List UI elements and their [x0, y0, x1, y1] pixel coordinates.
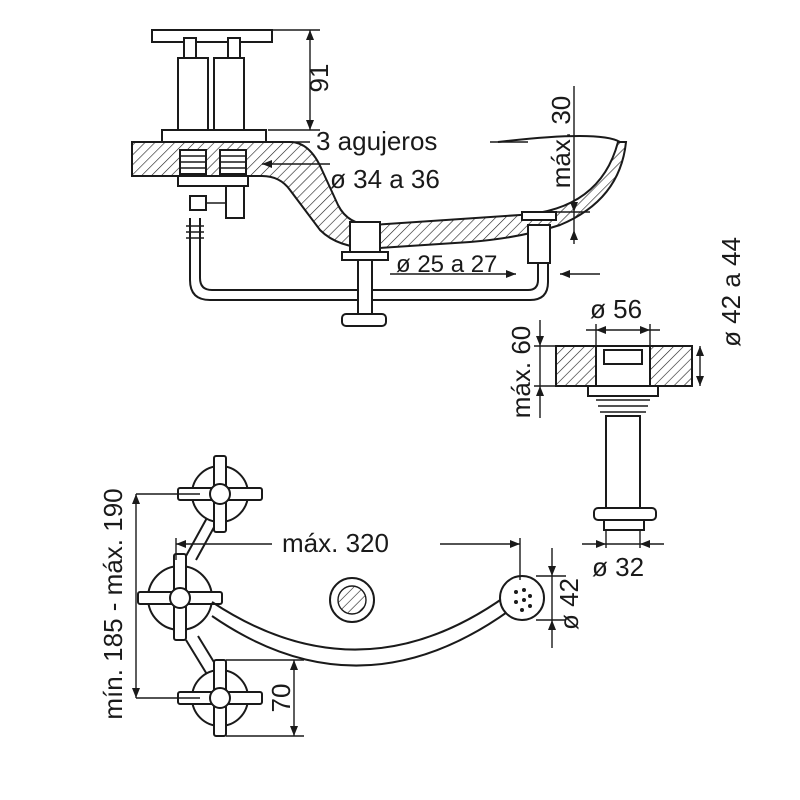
dim-max60-arrow-bottom	[536, 386, 544, 396]
label-dia-56: ø 56	[590, 294, 642, 324]
handle-bar-top	[151, 29, 273, 43]
dim-max30-arrow-top	[570, 202, 578, 212]
cross-handle-middle	[137, 553, 223, 641]
fitting-elbow	[189, 195, 207, 211]
label-max-320: máx. 320	[282, 528, 389, 558]
drain-foot-ring	[603, 519, 645, 531]
pipe-joint-rings	[186, 225, 204, 239]
dia-25-arrow-right	[560, 270, 570, 278]
drain-threads	[596, 399, 650, 413]
drain-detail-view: ø 56 máx. 60 ø 42 a 44 ø 32	[506, 237, 746, 582]
basin-section-view: 91 3 agujeros ø 34 a 36 máx. 30 ø 25 a 2…	[131, 29, 628, 327]
label-max-30: máx. 30	[546, 96, 576, 189]
label-dia-42-44: ø 42 a 44	[716, 237, 746, 347]
handle-stem-left	[183, 37, 197, 59]
label-91: 91	[304, 64, 334, 93]
dim-70-arrow-bottom	[290, 726, 298, 736]
fitting-tail	[225, 185, 245, 219]
drain-nut	[341, 251, 389, 261]
shower-hose-lower	[211, 609, 511, 667]
cross-handle-top	[177, 455, 263, 533]
drain-strainer	[329, 577, 375, 623]
label-70: 70	[266, 684, 296, 713]
label-dia-32: ø 32	[592, 552, 644, 582]
drain-knob	[341, 313, 387, 327]
drain-cap	[603, 349, 643, 365]
drain-tube	[605, 415, 641, 509]
dim-320-arrow-left	[176, 540, 186, 548]
dia-42-arrow-bottom	[548, 620, 556, 630]
cross-handle-bottom	[177, 659, 263, 737]
dim-185-arrow-bottom	[132, 688, 140, 698]
label-dia-34-36: ø 34 a 36	[330, 164, 440, 194]
dia-32-arrow-right	[640, 540, 650, 548]
dim-max60-arrow-top	[536, 336, 544, 346]
label-min-max: mín. 185 - máx. 190	[98, 488, 128, 719]
dim-91-arrow-bottom	[306, 120, 314, 130]
label-max-60: máx. 60	[506, 326, 536, 419]
handle-stem-right	[227, 37, 241, 59]
front-view: máx. 320 ø 42 mín. 185 - máx. 190 70	[98, 455, 584, 737]
fitting-nut	[177, 175, 249, 187]
spout-fitting	[527, 224, 551, 264]
dim-max30-arrow-bottom	[570, 230, 578, 240]
basin-bowl-line	[497, 135, 621, 143]
drain-rod	[357, 259, 373, 317]
dia-34-arrow	[262, 160, 272, 168]
basin-section	[131, 141, 628, 250]
dia-42-44-arrow-bottom	[696, 376, 704, 386]
dia-25-arrow-left	[506, 270, 516, 278]
dim-70-arrow-top	[290, 660, 298, 670]
dia-42-44-arrow-top	[696, 346, 704, 356]
label-dia-42: ø 42	[554, 578, 584, 630]
dia-56-arrow-left	[596, 326, 606, 334]
valve-body-left	[177, 57, 209, 131]
label-holes: 3 agujeros	[316, 126, 437, 156]
drain-foot	[593, 507, 657, 521]
dim-185-arrow-top	[132, 494, 140, 504]
spout-collar	[521, 211, 557, 221]
dia-56-arrow-right	[640, 326, 650, 334]
dim-320-arrow-right	[510, 540, 520, 548]
fitting-threads	[180, 155, 246, 169]
label-dia-25-27: ø 25 a 27	[396, 251, 497, 278]
dim-91-arrow-top	[306, 30, 314, 40]
dia-42-arrow-top	[548, 566, 556, 576]
valve-body-right	[213, 57, 245, 131]
drain-flange	[587, 385, 659, 397]
shower-hose-upper	[211, 595, 507, 651]
valve-base-plate	[161, 129, 267, 143]
hand-shower	[499, 575, 545, 621]
dia-32-arrow-left	[596, 540, 606, 548]
drain-body	[349, 221, 381, 255]
